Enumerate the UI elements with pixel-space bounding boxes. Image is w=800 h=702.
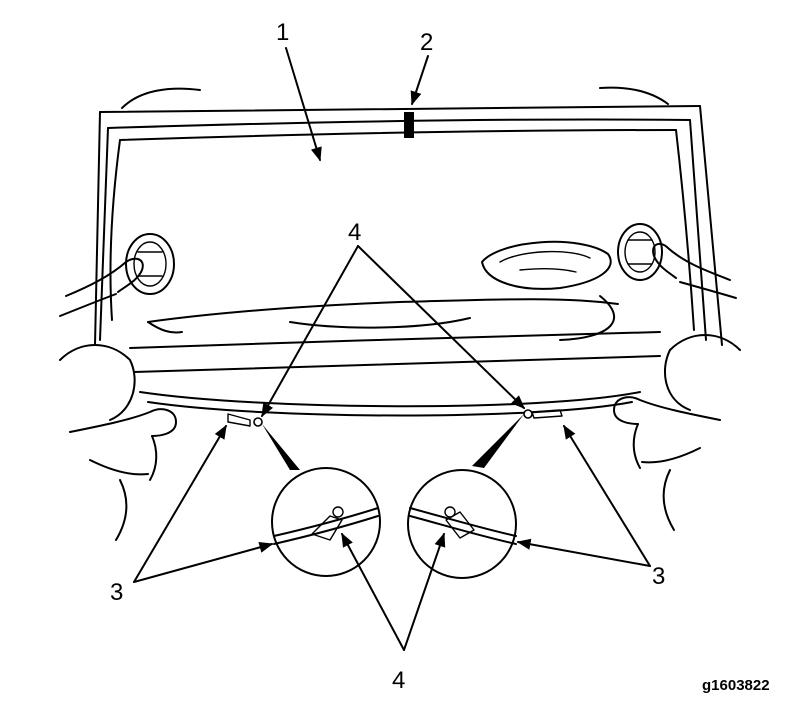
locator-point-left	[253, 417, 263, 427]
detail-view-right	[407, 414, 524, 579]
steering-wheel	[481, 240, 612, 290]
top-center-mark	[404, 112, 414, 138]
windshield-bottom-seal	[139, 391, 641, 427]
hand-lower-left	[59, 344, 177, 541]
hand-lower-right	[613, 334, 741, 531]
detail-view-left	[262, 424, 381, 577]
figure-id: g1603822	[702, 677, 770, 694]
locator-point-right	[523, 409, 533, 419]
callout-1: 1	[276, 19, 289, 46]
dashboard	[129, 295, 661, 373]
windshield-glass	[99, 118, 707, 341]
callout-2: 2	[420, 29, 433, 56]
cab-frame	[94, 86, 723, 346]
callout-3-right: 3	[652, 563, 665, 590]
callout-4-bottom: 4	[392, 667, 405, 694]
hand-upper-right	[652, 242, 737, 299]
callout-3-left: 3	[110, 579, 123, 606]
hand-upper-left	[59, 257, 144, 317]
callout-4-top: 4	[348, 219, 361, 246]
leader-arrows	[133, 47, 651, 651]
suction-cup-right	[617, 223, 663, 281]
suction-cup-left	[125, 233, 175, 295]
